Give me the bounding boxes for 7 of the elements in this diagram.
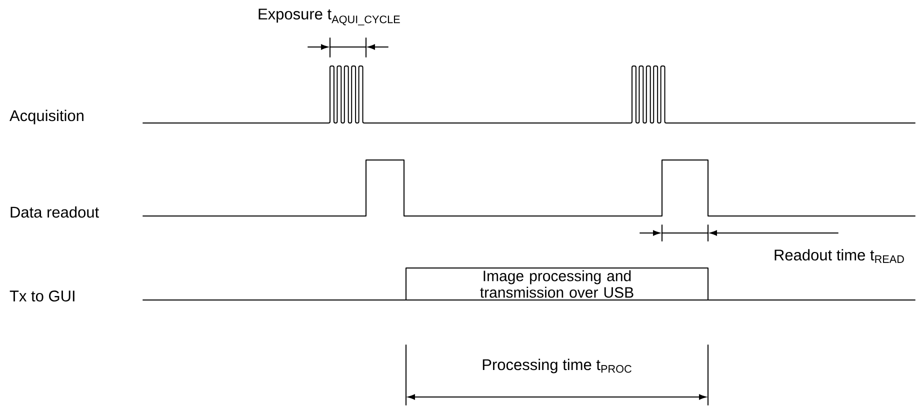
dimension-label: Readout time t$_{READ}$ [774, 249, 904, 263]
signal-label: Acquisition [10, 110, 84, 124]
dimension-label: Processing time t$_{PROC}$ [482, 358, 632, 374]
process-box: Image processing and transmission over USB [406, 268, 708, 300]
dimension-label: $\text{Exposure t}_{\text{AQUI\_CYCLE}}$ [258, 8, 400, 26]
signal-label: Tx to GUI [10, 290, 74, 302]
signal-label: Data readout [10, 206, 99, 218]
